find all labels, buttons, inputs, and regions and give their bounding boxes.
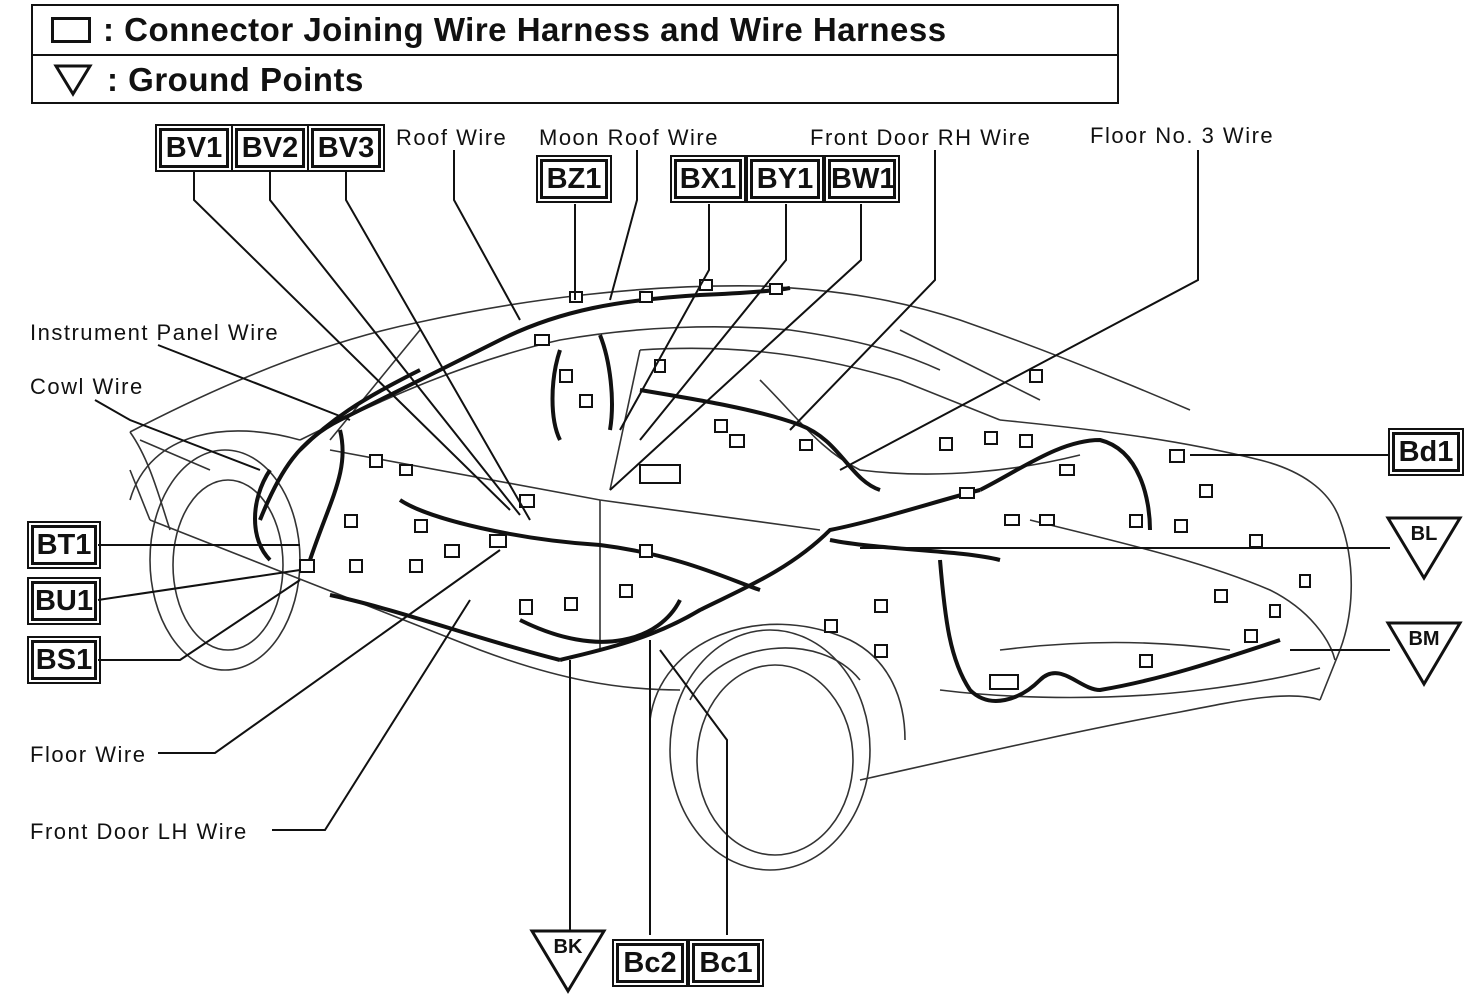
connector-bv2: BV2 (231, 124, 309, 172)
ground-symbol-icon (53, 64, 93, 97)
wire-label-cowl: Cowl Wire (30, 374, 144, 399)
ground-triangles (529, 516, 1463, 994)
ground-bk-label: BK (553, 936, 583, 958)
connector-bc2: Bc2 (612, 939, 688, 987)
connector-bs1: BS1 (27, 636, 101, 684)
ground-bm-icon (1385, 621, 1463, 687)
connector-by1: BY1 (746, 155, 824, 203)
wire-label-moon-roof: Moon Roof Wire (539, 125, 719, 150)
ground-bk-icon (529, 929, 607, 994)
car-body-outline (129, 285, 1353, 871)
connector-bz1: BZ1 (536, 155, 612, 203)
ground-bm-label: BM (1408, 628, 1440, 650)
connector-bt1: BT1 (27, 521, 101, 569)
connector-bx1: BX1 (670, 155, 746, 203)
wire-label-instrument-panel: Instrument Panel Wire (30, 320, 280, 345)
connector-bc1: Bc1 (688, 939, 764, 987)
harness-lines (253, 286, 1281, 703)
wire-label-floor-no3: Floor No. 3 Wire (1090, 123, 1275, 148)
connector-bv3: BV3 (307, 124, 385, 172)
callout-leader-lines (94, 150, 1390, 935)
connector-symbol-icon (51, 17, 91, 43)
connector-bv1: BV1 (155, 124, 233, 172)
legend-row-connector: : Connector Joining Wire Harness and Wir… (33, 6, 1117, 56)
legend-table: : Connector Joining Wire Harness and Wir… (31, 4, 1119, 104)
wire-label-roof: Roof Wire (396, 125, 508, 150)
ground-bl-icon (1385, 516, 1463, 581)
legend-row-ground: : Ground Points (33, 56, 1117, 104)
connector-bd1: Bd1 (1388, 428, 1464, 476)
wire-label-front-door-rh: Front Door RH Wire (810, 125, 1032, 150)
wire-label-floor: Floor Wire (30, 742, 147, 767)
wire-label-front-door-lh: Front Door LH Wire (30, 819, 248, 844)
legend-connector-text: : Connector Joining Wire Harness and Wir… (103, 11, 947, 48)
ground-bl-label: BL (1410, 523, 1438, 545)
legend-ground-text: : Ground Points (107, 61, 364, 98)
connector-bu1: BU1 (27, 577, 101, 625)
connector-bw1: BW1 (824, 155, 900, 203)
